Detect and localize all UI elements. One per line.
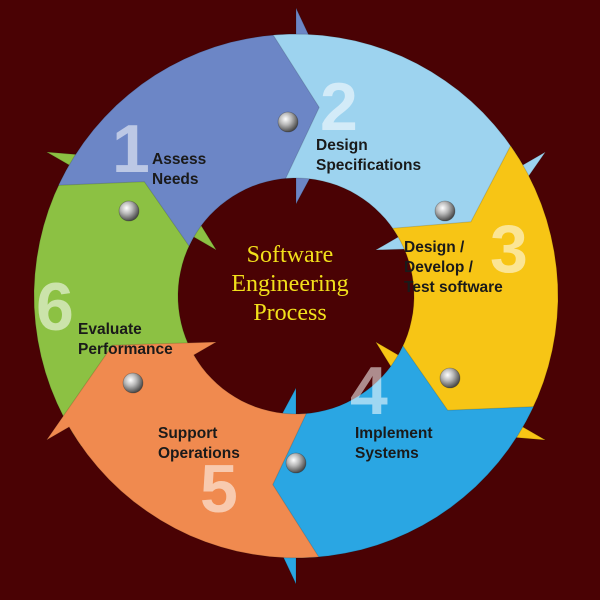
step-number-6: 6 (36, 269, 74, 345)
center-title-line-2: Engineering (231, 271, 349, 297)
step-number-1: 1 (112, 111, 150, 187)
rivet-ball-3 (439, 367, 461, 389)
step-label-6-line-1: Evaluate (78, 321, 142, 338)
step-label-3-line-1: Design / (404, 239, 465, 256)
step-label-4-line-2: Systems (355, 445, 419, 462)
rivet-ball-6 (118, 200, 140, 222)
step-label-2-line-2: Specifications (316, 157, 421, 174)
rivet-ball-1 (277, 111, 299, 133)
center-title: Software Engineering Process (200, 241, 380, 328)
arrow-segment-1 (57, 7, 346, 248)
step-number-3: 3 (490, 211, 528, 287)
rivet-ball-4 (285, 452, 307, 474)
arrow-segment-4 (246, 344, 535, 585)
step-number-4: 4 (350, 353, 388, 429)
step-label-3-line-2: Develop / (404, 259, 474, 276)
center-title-line-1: Software (246, 242, 334, 268)
rivet-ball-5 (122, 372, 144, 394)
arrow-segment-2 (272, 33, 546, 251)
step-label-1-line-1: Assess (152, 151, 206, 168)
step-label-5-line-1: Support (158, 425, 217, 442)
rivet-ball-2 (434, 200, 456, 222)
step-number-5: 5 (200, 451, 238, 527)
step-number-2: 2 (320, 69, 358, 145)
arrow-segment-5 (46, 341, 320, 559)
arrow-segment-6 (33, 151, 217, 448)
arrow-segment-3 (375, 144, 559, 441)
step-label-4-line-1: Implement (355, 425, 433, 442)
center-title-line-3: Process (253, 300, 327, 326)
step-label-3-line-3: Test software (404, 279, 503, 296)
step-label-1-line-2: Needs (152, 171, 199, 188)
step-label-6-line-2: Performance (78, 341, 173, 358)
step-label-5-line-2: Operations (158, 445, 240, 462)
step-label-2-line-1: Design (316, 137, 368, 154)
